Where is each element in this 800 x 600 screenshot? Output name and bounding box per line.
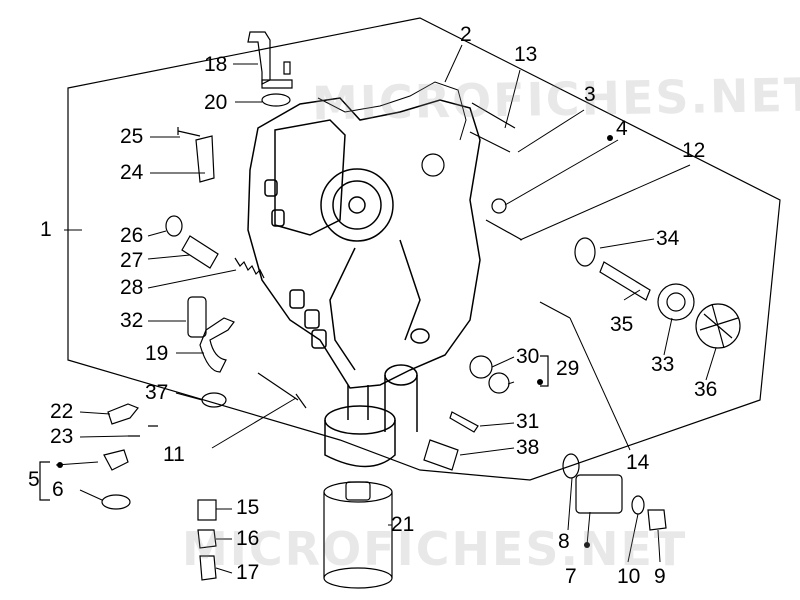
callout-18: 18 — [204, 53, 228, 76]
callout-35: 35 — [610, 313, 634, 336]
bolt-13 — [471, 102, 516, 129]
rubber-32 — [187, 296, 207, 338]
callout-24: 24 — [120, 161, 144, 184]
housing-cover — [247, 97, 481, 468]
bullet-29 — [537, 379, 543, 385]
callout-17: 17 — [236, 561, 260, 584]
callout-14: 14 — [626, 451, 650, 474]
oring-8 — [562, 453, 580, 479]
assembly-frame — [67, 17, 781, 481]
callout-19: 19 — [145, 342, 169, 365]
clip-16 — [197, 529, 217, 549]
bracket-5-6 — [39, 461, 50, 501]
plate-22 — [107, 403, 139, 425]
callout-9: 9 — [654, 565, 666, 588]
screw-25 — [177, 127, 201, 137]
drain-plug-9 — [647, 509, 667, 531]
shaft-35 — [599, 261, 651, 301]
clip-15 — [197, 499, 217, 521]
callout-25: 25 — [120, 125, 144, 148]
seal-26 — [165, 215, 183, 237]
bracket-24 — [195, 135, 215, 183]
bullet-4 — [607, 135, 613, 141]
callout-37: 37 — [145, 381, 169, 404]
hose-19 — [199, 317, 235, 373]
callout-15: 15 — [236, 496, 260, 519]
callout-29: 29 — [556, 357, 580, 380]
callout-13: 13 — [514, 43, 538, 66]
watermark-top: MICROFICHES.NET — [311, 67, 800, 131]
callout-2: 2 — [460, 23, 472, 46]
oring-20 — [261, 93, 291, 107]
seal-3 — [421, 153, 445, 177]
strainer-7 — [575, 474, 623, 514]
callout-7: 7 — [565, 565, 577, 588]
callout-4: 4 — [616, 117, 628, 140]
callout-12: 12 — [682, 139, 706, 162]
impeller-36 — [695, 303, 741, 349]
callout-10: 10 — [617, 565, 641, 588]
callout-20: 20 — [204, 91, 228, 114]
callout-38: 38 — [516, 436, 540, 459]
callout-30: 30 — [516, 345, 540, 368]
bullet-5 — [57, 462, 63, 468]
watermark-bottom: MICROFICHES.NET — [182, 522, 688, 576]
screw-23 — [128, 425, 158, 437]
callout-11: 11 — [163, 443, 185, 466]
callout-32: 32 — [120, 309, 144, 332]
bolt-14 — [539, 301, 571, 319]
callout-33: 33 — [651, 353, 675, 376]
callout-5: 5 — [28, 468, 40, 491]
callout-34: 34 — [656, 227, 680, 250]
bolt-11 — [257, 372, 307, 409]
callout-27: 27 — [120, 249, 144, 272]
sensor-31 — [449, 411, 479, 433]
callout-21: 21 — [391, 513, 415, 536]
callout-28: 28 — [120, 276, 144, 299]
bracket-29-30 — [540, 355, 549, 387]
gasket — [317, 81, 467, 141]
cap-6 — [103, 449, 129, 471]
spring-28 — [234, 257, 265, 279]
callout-36: 36 — [694, 378, 718, 401]
callout-3: 3 — [584, 83, 596, 106]
oring-10 — [631, 495, 645, 515]
sleeve-27 — [181, 235, 219, 269]
clip-17 — [199, 555, 217, 581]
callout-1: 1 — [40, 218, 52, 241]
callout-22: 22 — [50, 400, 74, 423]
oring-6 — [101, 494, 131, 510]
seal-34 — [574, 237, 596, 267]
sleeve-38 — [423, 439, 459, 471]
oil-filter-21 — [323, 481, 393, 589]
washer-4 — [491, 198, 507, 214]
callout-31: 31 — [516, 410, 540, 433]
bolt-3 — [469, 131, 511, 153]
bullet-7 — [584, 542, 590, 548]
hose-18 — [247, 31, 271, 85]
callout-26: 26 — [120, 224, 144, 247]
callout-6: 6 — [52, 478, 64, 501]
callout-23: 23 — [50, 425, 74, 448]
bolt-12 — [485, 219, 523, 241]
plug-29 — [488, 372, 510, 394]
callout-16: 16 — [236, 527, 260, 550]
bearing-33 — [657, 283, 695, 321]
oring-30 — [469, 355, 493, 379]
callout-8: 8 — [558, 530, 570, 553]
